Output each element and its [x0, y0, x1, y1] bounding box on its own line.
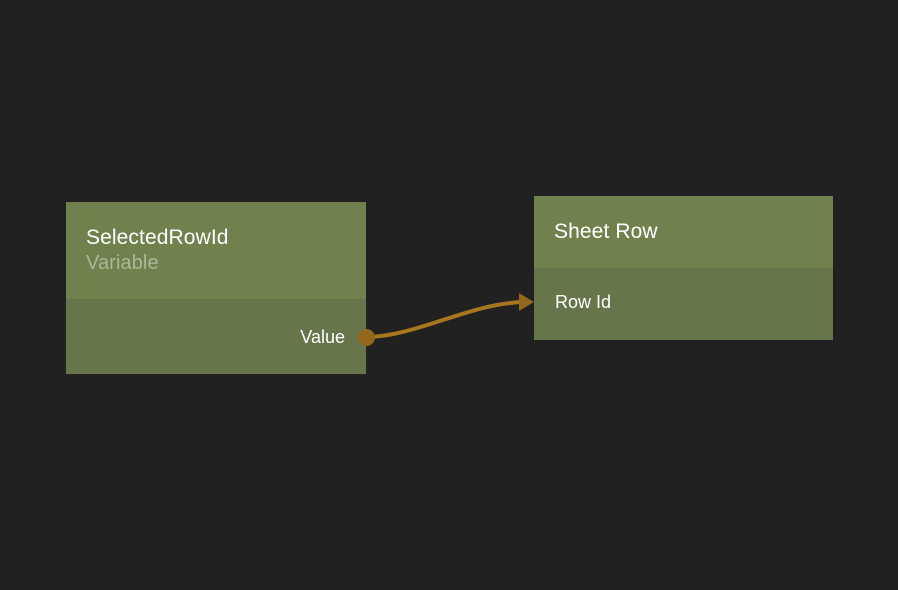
output-port-connector-dot-value[interactable] — [357, 328, 375, 346]
node-body-sheet-row: Row Id — [534, 268, 833, 340]
output-port-label-value: Value — [300, 327, 345, 347]
node-sheet-row[interactable]: Sheet Row Row Id — [534, 196, 833, 340]
node-body-selected-row-id: Value — [66, 299, 366, 374]
input-port-connector-arrow-row-id[interactable] — [519, 293, 534, 311]
node-subtitle: Variable — [86, 252, 159, 274]
connection-wire-value-to-row-id[interactable] — [364, 300, 528, 339]
input-port-row-row-id[interactable]: Row Id — [534, 289, 833, 315]
node-title: SelectedRowId — [86, 226, 229, 249]
output-port-row-value[interactable]: Value — [66, 324, 366, 350]
node-header-selected-row-id[interactable]: SelectedRowId Variable — [66, 202, 366, 299]
input-port-label-row-id: Row Id — [555, 292, 612, 312]
node-selected-row-id[interactable]: SelectedRowId Variable Value — [66, 202, 366, 374]
node-title: Sheet Row — [554, 220, 658, 243]
node-header-sheet-row[interactable]: Sheet Row — [534, 196, 833, 268]
